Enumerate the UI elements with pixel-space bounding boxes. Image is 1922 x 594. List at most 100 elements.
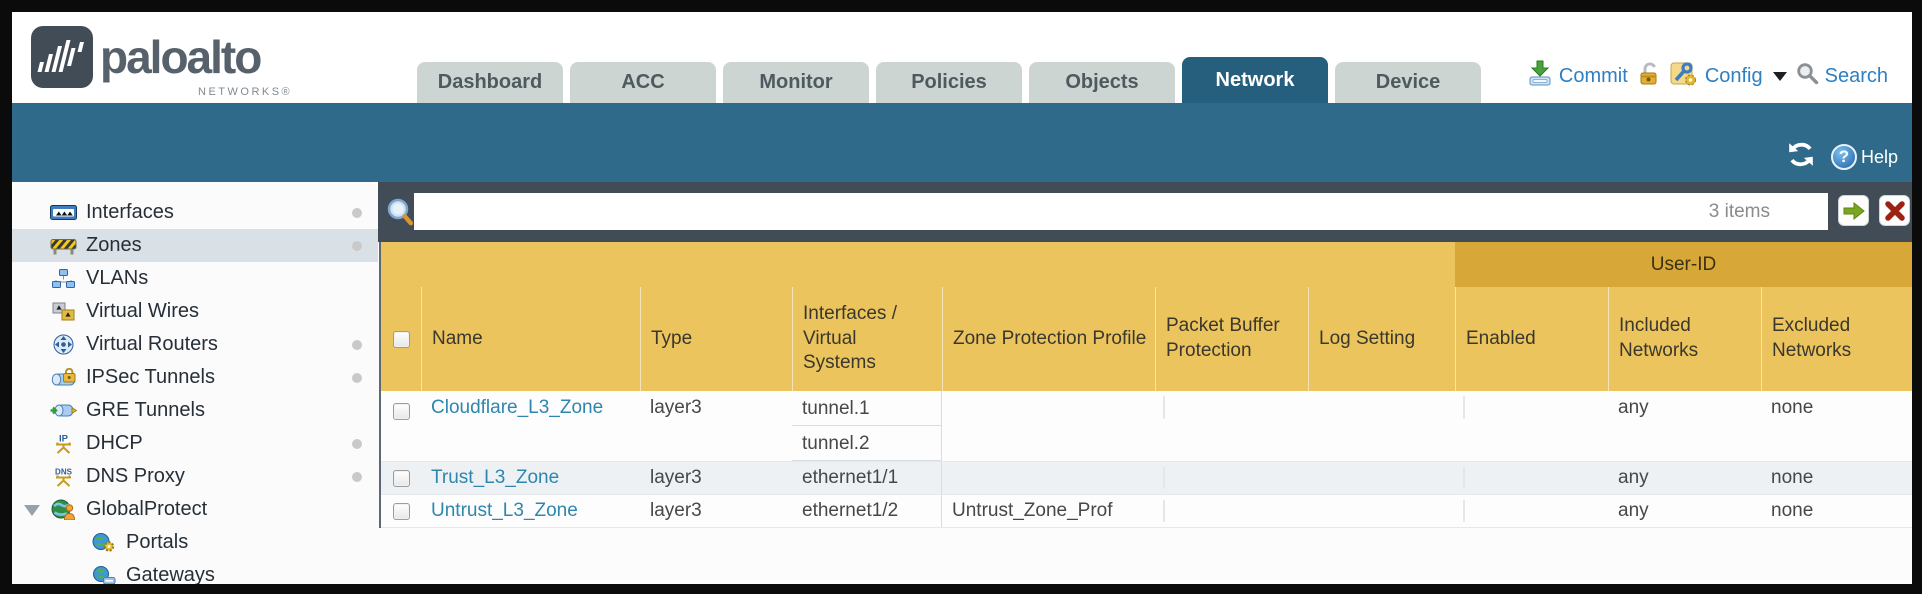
zone-name-link[interactable]: Cloudflare_L3_Zone xyxy=(431,397,604,418)
zone-protection-profile-cell xyxy=(942,391,1155,397)
row-select-checkbox[interactable] xyxy=(392,469,410,487)
sidebar-item-zones[interactable]: Zones xyxy=(12,229,378,262)
select-all-checkbox[interactable] xyxy=(392,330,410,348)
filter-search-icon xyxy=(386,197,414,232)
config-menu-button[interactable]: Config xyxy=(1670,60,1787,93)
included-networks-cell: any xyxy=(1618,500,1649,521)
tab-network[interactable]: Network xyxy=(1182,57,1328,103)
tab-dashboard[interactable]: Dashboard xyxy=(417,62,563,103)
lock-icon[interactable] xyxy=(1637,61,1661,93)
included-networks-cell: any xyxy=(1618,397,1649,418)
globalprotect-icon xyxy=(48,499,78,521)
row-select-checkbox[interactable] xyxy=(392,502,410,520)
sidebar-item-globalprotect[interactable]: GlobalProtect xyxy=(12,493,378,526)
table-row: Untrust_L3_Zone layer3 ethernet1/2 Untru… xyxy=(381,495,1912,528)
user-id-enabled-checkbox[interactable] xyxy=(1463,467,1465,489)
sidebar-item-label: IPSec Tunnels xyxy=(86,366,215,388)
sidebar-item-interfaces[interactable]: Interfaces xyxy=(12,196,378,229)
sidebar-item-label: Zones xyxy=(86,234,142,256)
sidebar-item-gateways[interactable]: Gateways xyxy=(12,559,378,584)
interface-value: tunnel.2 xyxy=(792,426,941,461)
sidebar-item-label: Interfaces xyxy=(86,201,174,223)
packet-buffer-protection-checkbox[interactable] xyxy=(1163,467,1165,489)
network-sidebar: Interfaces Zones VLANs V xyxy=(12,182,378,584)
global-search-button[interactable]: Search xyxy=(1796,62,1888,91)
commit-icon xyxy=(1527,60,1553,93)
zones-content-panel: 3 items User-ID Name Type Interfaces / V… xyxy=(378,182,1912,584)
zone-type-cell: layer3 xyxy=(650,500,702,521)
sidebar-item-virtual-wires[interactable]: Virtual Wires xyxy=(12,295,378,328)
help-button[interactable]: ? Help xyxy=(1830,144,1898,170)
sidebar-item-vlans[interactable]: VLANs xyxy=(12,262,378,295)
apply-filter-button[interactable] xyxy=(1838,195,1869,226)
column-header-zone-protection-profile[interactable]: Zone Protection Profile xyxy=(942,287,1155,391)
column-header-enabled[interactable]: Enabled xyxy=(1455,287,1608,391)
packet-buffer-protection-checkbox[interactable] xyxy=(1163,500,1165,522)
zone-protection-profile-cell: Untrust_Zone_Prof xyxy=(952,500,1113,521)
filter-bar: 3 items xyxy=(378,182,1912,242)
user-id-enabled-checkbox[interactable] xyxy=(1463,396,1465,419)
zone-type-cell: layer3 xyxy=(650,397,702,418)
toolbar-actions: Commit xyxy=(1527,60,1888,93)
search-label: Search xyxy=(1824,65,1888,87)
packet-buffer-protection-checkbox[interactable] xyxy=(1163,396,1165,419)
dhcp-icon: IP xyxy=(48,433,78,455)
table-row: Cloudflare_L3_Zone layer3 tunnel.1 tunne… xyxy=(381,391,1912,462)
zones-table: User-ID Name Type Interfaces / Virtual S… xyxy=(379,242,1912,528)
column-header-name[interactable]: Name xyxy=(421,287,640,391)
column-header-type[interactable]: Type xyxy=(640,287,792,391)
sidebar-item-portals[interactable]: Portals xyxy=(12,526,378,559)
vlans-icon xyxy=(48,268,78,290)
sidebar-item-dot xyxy=(352,471,362,482)
sidebar-item-label: Gateways xyxy=(126,564,215,584)
config-label: Config xyxy=(1704,65,1763,87)
refresh-icon[interactable] xyxy=(1785,141,1817,173)
column-header-included-networks[interactable]: Included Networks xyxy=(1608,287,1761,391)
sidebar-item-dot xyxy=(352,372,362,383)
expand-triangle-icon[interactable] xyxy=(24,504,40,516)
column-header-packet-buffer-protection[interactable]: Packet Buffer Protection xyxy=(1155,287,1308,391)
config-icon xyxy=(1670,60,1699,93)
app-window: paloalto NETWORKS® Dashboard ACC Monitor… xyxy=(12,12,1912,584)
column-header-interfaces[interactable]: Interfaces / Virtual Systems xyxy=(792,287,942,391)
tab-objects[interactable]: Objects xyxy=(1029,62,1175,103)
portals-icon xyxy=(88,532,118,554)
clear-filter-button[interactable] xyxy=(1879,195,1910,226)
search-icon xyxy=(1796,62,1819,91)
sidebar-item-dot xyxy=(352,240,362,251)
sidebar-item-dns-proxy[interactable]: DNS DNS Proxy xyxy=(12,460,378,493)
red-x-icon xyxy=(1884,200,1905,221)
interfaces-icon xyxy=(48,202,78,224)
sidebar-item-gre-tunnels[interactable]: GRE Tunnels xyxy=(12,394,378,427)
sidebar-item-label: GRE Tunnels xyxy=(86,399,205,421)
column-header-log-setting[interactable]: Log Setting xyxy=(1308,287,1455,391)
sidebar-item-label: Virtual Wires xyxy=(86,300,199,322)
sidebar-item-label: DHCP xyxy=(86,432,143,454)
dns-proxy-icon: DNS xyxy=(48,466,78,488)
tab-acc[interactable]: ACC xyxy=(570,62,716,103)
commit-button[interactable]: Commit xyxy=(1527,60,1628,93)
zone-name-link[interactable]: Trust_L3_Zone xyxy=(431,467,560,488)
sidebar-item-dot xyxy=(352,438,362,449)
tab-monitor[interactable]: Monitor xyxy=(723,62,869,103)
sidebar-item-dot xyxy=(352,339,362,350)
sidebar-item-dhcp[interactable]: IP DHCP xyxy=(12,427,378,460)
excluded-networks-cell: none xyxy=(1771,500,1814,521)
table-header: User-ID Name Type Interfaces / Virtual S… xyxy=(381,242,1912,391)
paloalto-logo-icon xyxy=(31,26,93,88)
tab-device[interactable]: Device xyxy=(1335,62,1481,103)
sidebar-item-virtual-routers[interactable]: Virtual Routers xyxy=(12,328,378,361)
sidebar-item-ipsec-tunnels[interactable]: IPSec Tunnels xyxy=(12,361,378,394)
tab-policies[interactable]: Policies xyxy=(876,62,1022,103)
zone-name-link[interactable]: Untrust_L3_Zone xyxy=(431,500,578,521)
filter-input[interactable] xyxy=(414,193,1828,230)
user-id-enabled-checkbox[interactable] xyxy=(1463,500,1465,522)
chevron-down-icon xyxy=(1772,72,1787,81)
gre-tunnels-icon xyxy=(48,400,78,422)
row-select-checkbox[interactable] xyxy=(392,403,410,420)
sidebar-item-label: Portals xyxy=(126,531,189,553)
main-nav-tabs: Dashboard ACC Monitor Policies Objects N… xyxy=(417,57,1481,103)
included-networks-cell: any xyxy=(1618,467,1649,488)
column-header-excluded-networks[interactable]: Excluded Networks xyxy=(1761,287,1912,391)
